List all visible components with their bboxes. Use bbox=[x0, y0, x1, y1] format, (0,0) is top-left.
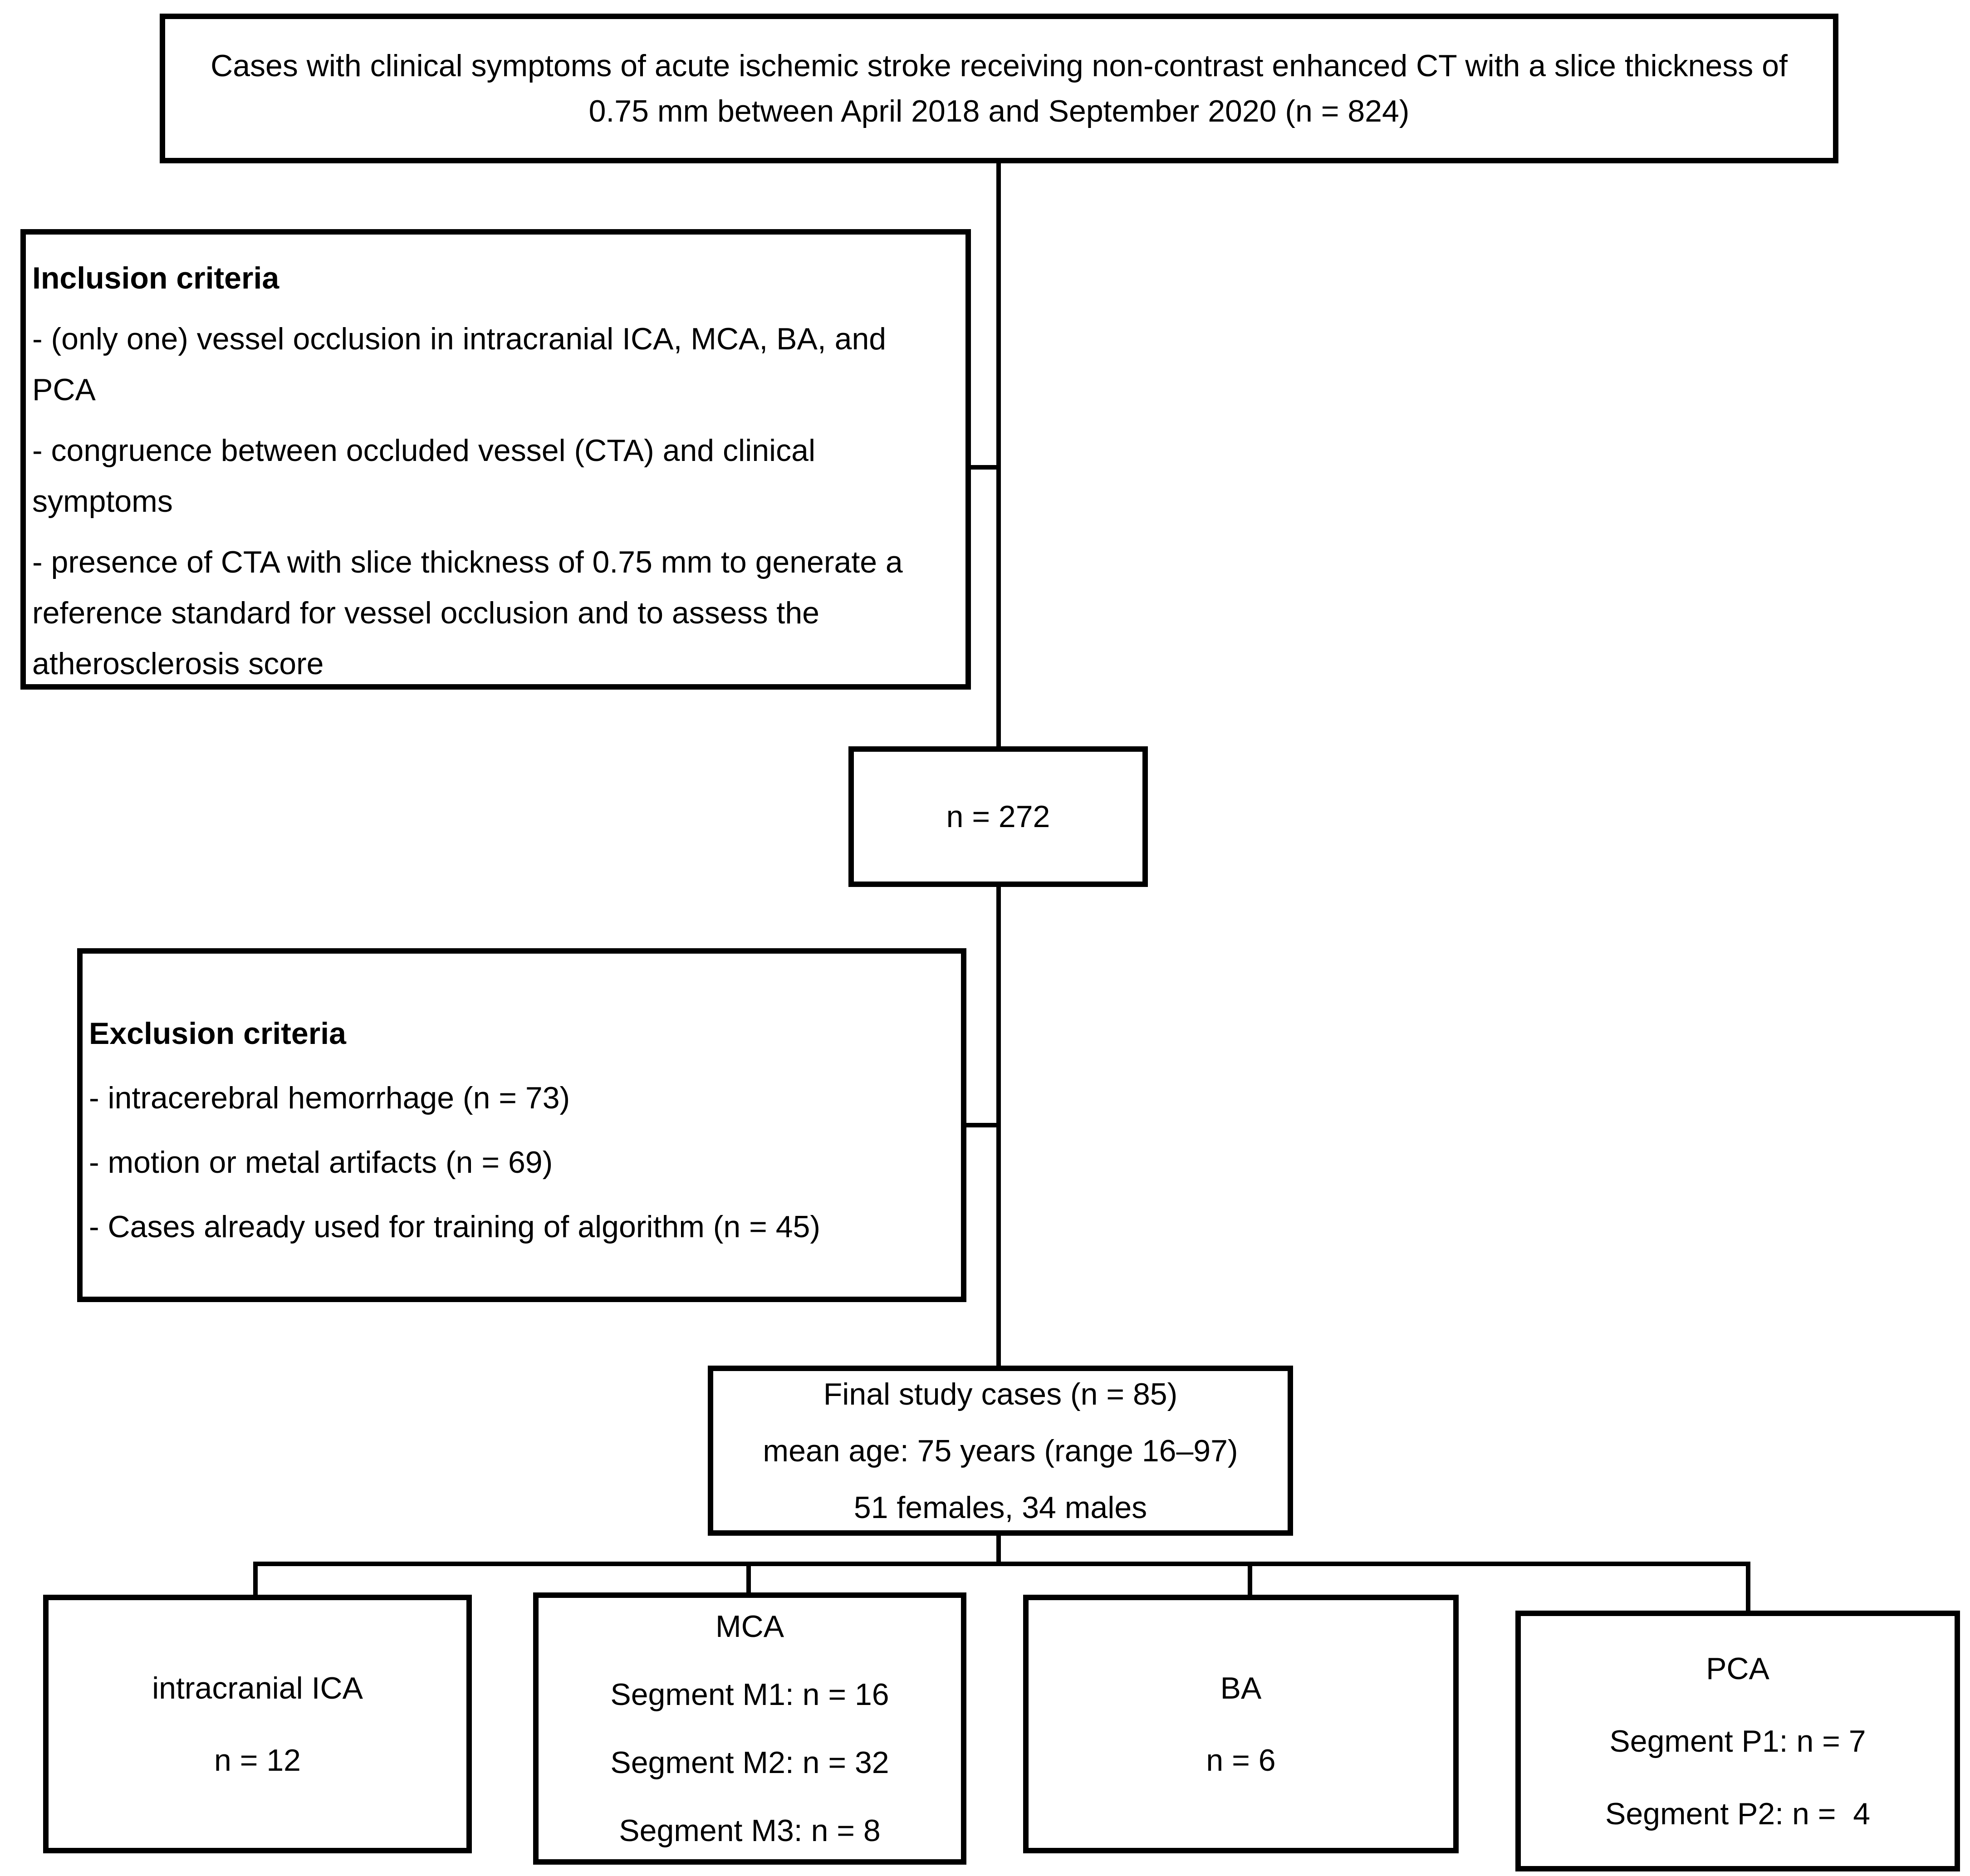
exclusion-item: - Cases already used for training of alg… bbox=[89, 1210, 821, 1244]
distribution-rail bbox=[253, 1562, 1750, 1566]
branch-box-mca: MCA Segment M1: n = 16 Segment M2: n = 3… bbox=[533, 1592, 966, 1865]
branch-box-ba: BA n = 6 bbox=[1023, 1595, 1459, 1853]
inclusion-item: - (only one) vessel occlusion in intracr… bbox=[32, 322, 887, 407]
branch-line: Segment M1: n = 16 bbox=[610, 1677, 889, 1712]
inclusion-criteria-box: Inclusion criteria - (only one) vessel o… bbox=[20, 229, 971, 690]
stub-pca bbox=[1746, 1562, 1750, 1611]
final-study-box: Final study cases (n = 85) mean age: 75 … bbox=[708, 1366, 1293, 1536]
inclusion-item: - presence of CTA with slice thickness o… bbox=[32, 545, 903, 681]
final-study-line: Final study cases (n = 85) bbox=[823, 1376, 1178, 1411]
branch-line: Segment M3: n = 8 bbox=[619, 1813, 881, 1848]
top-cohort-text: Cases with clinical symptoms of acute is… bbox=[211, 49, 1788, 128]
branch-line: n = 12 bbox=[214, 1743, 301, 1778]
inclusion-title: Inclusion criteria bbox=[32, 261, 279, 295]
branch-line: n = 6 bbox=[1206, 1743, 1276, 1778]
branch-line: Segment P1: n = 7 bbox=[1609, 1724, 1866, 1758]
connector-final-to-rail bbox=[996, 1536, 1001, 1566]
branch-line: Segment P2: n = 4 bbox=[1605, 1796, 1871, 1831]
final-study-line: 51 females, 34 males bbox=[853, 1490, 1147, 1525]
interim-count-box: n = 272 bbox=[848, 746, 1148, 887]
exclusion-item: - motion or metal artifacts (n = 69) bbox=[89, 1145, 553, 1180]
exclusion-title: Exclusion criteria bbox=[89, 1016, 346, 1051]
branch-line: MCA bbox=[715, 1609, 784, 1644]
stub-mca bbox=[746, 1562, 751, 1592]
branch-box-pca: PCA Segment P1: n = 7 Segment P2: n = 4 bbox=[1515, 1611, 1960, 1871]
exclusion-item: - intracerebral hemorrhage (n = 73) bbox=[89, 1081, 570, 1115]
branch-line: Segment M2: n = 32 bbox=[610, 1745, 889, 1780]
connector-inclusion-branch bbox=[970, 465, 1001, 470]
branch-box-intracranial-ica: intracranial ICA n = 12 bbox=[43, 1595, 472, 1853]
top-cohort-box: Cases with clinical symptoms of acute is… bbox=[160, 14, 1838, 163]
final-study-line: mean age: 75 years (range 16–97) bbox=[763, 1433, 1238, 1468]
branch-line: PCA bbox=[1706, 1651, 1769, 1686]
branch-line: BA bbox=[1220, 1670, 1262, 1705]
stub-ba bbox=[1248, 1562, 1252, 1595]
inclusion-item: - congruence between occluded vessel (CT… bbox=[32, 433, 816, 519]
stub-ica bbox=[253, 1562, 258, 1595]
connector-top-to-count bbox=[996, 163, 1001, 746]
branch-line: intracranial ICA bbox=[152, 1670, 363, 1705]
connector-exclusion-branch bbox=[965, 1123, 1001, 1127]
interim-count-text: n = 272 bbox=[946, 799, 1050, 834]
exclusion-criteria-box: Exclusion criteria - intracerebral hemor… bbox=[77, 948, 966, 1302]
